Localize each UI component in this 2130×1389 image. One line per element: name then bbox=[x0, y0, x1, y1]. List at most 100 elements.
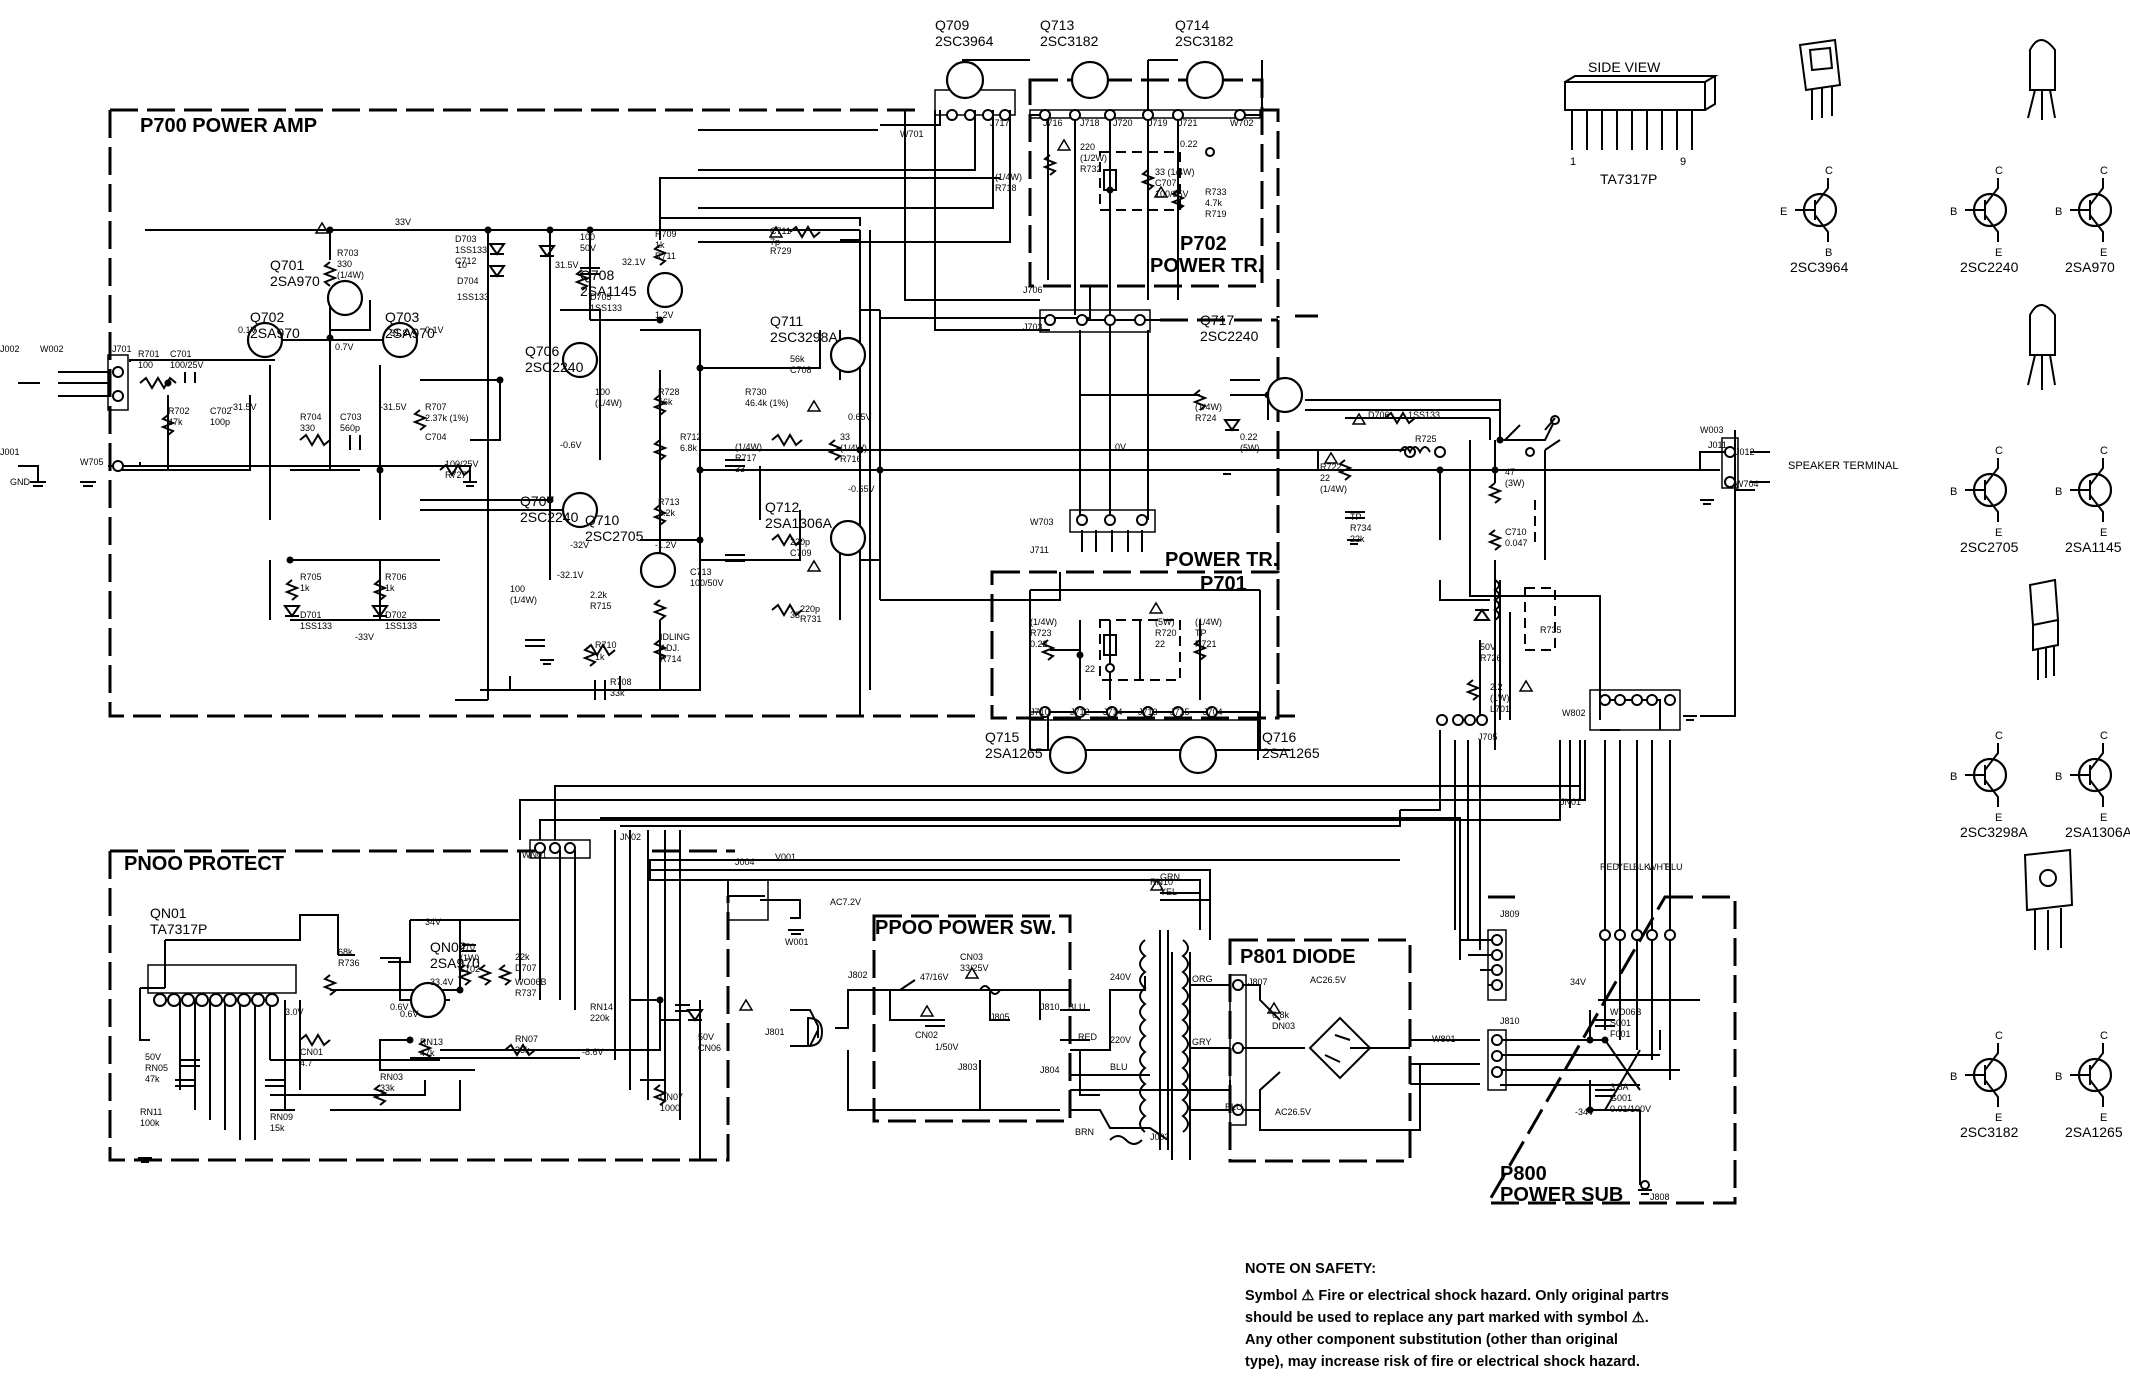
component-label: 1SS133 bbox=[385, 621, 417, 631]
component-label: 2.2k bbox=[658, 508, 676, 518]
transistor-ref: Q712 bbox=[765, 499, 799, 515]
component-label: 68k bbox=[338, 947, 353, 957]
wire-color-label: RED bbox=[1600, 862, 1620, 872]
component-label: 50V bbox=[145, 1052, 161, 1062]
component-label: 22 bbox=[1155, 639, 1165, 649]
component-label: 1SS133 bbox=[1408, 410, 1440, 420]
component-label: L702 bbox=[460, 964, 480, 974]
transistor-labels: Q7012SA970Q7022SA970Q7032SA970Q7062SC224… bbox=[150, 17, 1320, 971]
transistor-ref: QN02 bbox=[430, 939, 467, 955]
component-label: R731 bbox=[800, 614, 822, 624]
component-label: R716 bbox=[840, 454, 862, 464]
component-label: RN13 bbox=[420, 1037, 443, 1047]
connector-label: J704 bbox=[1203, 707, 1223, 717]
connector-label: J004 bbox=[735, 857, 755, 867]
component-label: F001 bbox=[1610, 1029, 1631, 1039]
connector-label: J011 bbox=[1708, 440, 1727, 450]
wire-color-label: ORG bbox=[1192, 974, 1213, 984]
transistor-part: 2SA970 bbox=[385, 325, 435, 341]
title-p702-2: POWER TR. bbox=[1150, 255, 1263, 277]
voltage-label: -0.6V bbox=[560, 440, 582, 450]
transistor-ref: Q714 bbox=[1175, 17, 1209, 33]
wire-color-label: RED bbox=[1078, 1032, 1098, 1042]
transistor-ref: Q709 bbox=[935, 17, 969, 33]
terminals bbox=[112, 109, 1736, 1190]
component-label: 56k bbox=[658, 397, 673, 407]
component-label: R710 bbox=[595, 640, 617, 650]
component-label: (3W) bbox=[1505, 478, 1525, 488]
wire-color-label: BLK bbox=[1633, 862, 1650, 872]
component-label: R701 bbox=[138, 349, 160, 359]
component-label: R709 bbox=[655, 229, 677, 239]
component-label: C802 bbox=[0, 0, 22, 2]
voltage-label: -1.2V bbox=[655, 540, 677, 550]
transistor-part: 2SC3182 bbox=[1175, 33, 1234, 49]
component-label: 100/35V bbox=[1155, 189, 1189, 199]
title-power-sub-2: POWER SUB bbox=[1500, 1184, 1623, 1206]
component-label: (5W) bbox=[1155, 617, 1175, 627]
component-label: RN03 bbox=[380, 1072, 403, 1082]
component-label: D706 bbox=[1368, 410, 1390, 420]
pinout-part: 2SA1265 bbox=[2065, 1124, 2123, 1140]
transistor-ref: Q713 bbox=[1040, 17, 1074, 33]
component-label: 0.01/100V bbox=[1610, 1104, 1651, 1114]
component-label: 47k bbox=[168, 417, 183, 427]
pinout-reference: ECB2SC3964BCE2SC2240BCE2SA970BCE2SC2705B… bbox=[1780, 165, 2130, 1140]
pinout-pin: C bbox=[1995, 730, 2003, 742]
connector-label: J012 bbox=[1735, 447, 1755, 457]
pinout-pin: B bbox=[2055, 1071, 2062, 1083]
connector-label: J719 bbox=[1148, 118, 1168, 128]
component-label: R711 bbox=[655, 251, 676, 261]
connector-label: W704 bbox=[1735, 479, 1759, 489]
component-label: 0.047 bbox=[1505, 538, 1528, 548]
voltage-label: 34V bbox=[1570, 977, 1586, 987]
voltage-label: 220V bbox=[1110, 1035, 1131, 1045]
pinout-pin: C bbox=[2100, 445, 2108, 457]
component-label: C712 bbox=[455, 256, 477, 266]
connector-label: J807 bbox=[1248, 977, 1268, 987]
ground-symbols bbox=[30, 469, 1714, 1195]
pinout-pin: C bbox=[2100, 1030, 2108, 1042]
pinout-pin: C bbox=[1995, 445, 2003, 457]
wire-color-label: YEL bbox=[1160, 887, 1177, 897]
voltage-label: AC7.2V bbox=[830, 897, 861, 907]
component-label: RN11 bbox=[140, 1107, 162, 1117]
component-label: 100/25V bbox=[445, 459, 479, 469]
component-label: 33 bbox=[840, 432, 850, 442]
transistor-part: 2SA1265 bbox=[1262, 745, 1320, 761]
component-label: RN10 bbox=[1150, 877, 1173, 887]
component-label: S001 bbox=[1610, 1018, 1631, 1028]
component-label: R726 bbox=[1480, 653, 1502, 663]
component-label: 6.8k bbox=[680, 443, 698, 453]
component-label: R714 bbox=[660, 654, 682, 664]
component-label: 220p bbox=[790, 537, 810, 547]
component-label: 100 bbox=[138, 360, 153, 370]
component-label: CN06 bbox=[698, 1043, 721, 1053]
component-label: C713 bbox=[690, 567, 712, 577]
transistor-ref: Q717 bbox=[1200, 312, 1234, 328]
connector-label: J003 bbox=[1150, 1132, 1170, 1142]
connector-label: GND bbox=[10, 477, 31, 487]
pinout-leads bbox=[1965, 1043, 1999, 1107]
voltage-label: 31.8V bbox=[390, 328, 414, 338]
connector-label: J715 bbox=[1170, 707, 1190, 717]
component-label: R736 bbox=[338, 958, 360, 968]
component-label: 10 bbox=[457, 260, 467, 270]
component-label: C703 bbox=[340, 412, 362, 422]
voltage-label: 32.1V bbox=[622, 257, 646, 267]
voltage-label: 0.6V bbox=[390, 1002, 409, 1012]
component-labels: R701100C701100/25VR70247kC702100pR703330… bbox=[0, 0, 1651, 1133]
component-label: C711 bbox=[770, 226, 791, 236]
transistor-part: 2SA970 bbox=[250, 325, 300, 341]
voltage-label: 34V bbox=[425, 917, 441, 927]
component-label: S10VB-20 bbox=[0, 0, 41, 2]
voltage-label: 0V bbox=[1115, 442, 1126, 452]
component-label: IDLING bbox=[660, 632, 690, 642]
pinout-pin: B bbox=[1950, 771, 1957, 783]
note-title: NOTE ON SAFETY: bbox=[1245, 1261, 1376, 1277]
component-label: 1k bbox=[655, 240, 665, 250]
component-label: R733 bbox=[1205, 187, 1227, 197]
voltage-label: 0.7V bbox=[335, 342, 354, 352]
